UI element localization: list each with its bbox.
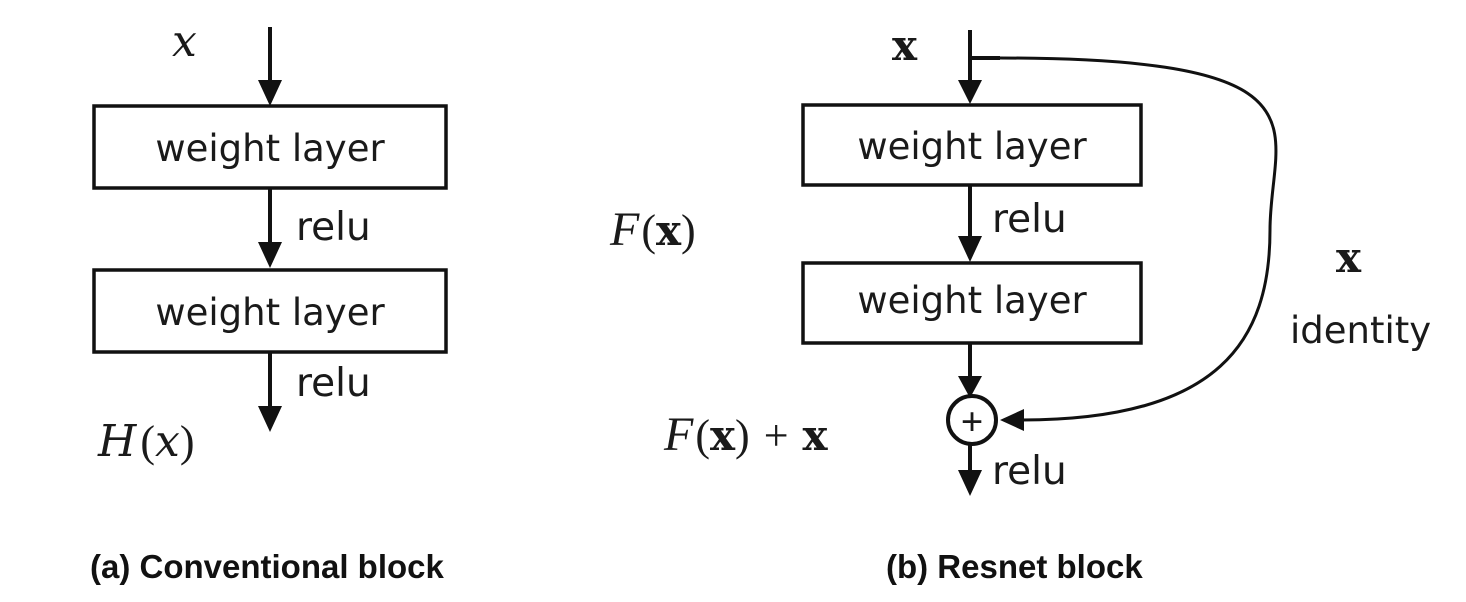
resnet-residual-paren-close: )	[681, 206, 696, 255]
resnet-sum-paren-open: (	[695, 411, 710, 460]
resnet-skip-arrowhead	[1000, 409, 1024, 431]
conventional-mid-arrowhead	[258, 242, 282, 268]
resnet-weight-layer-1	[801, 103, 1143, 187]
resnet-identity-label: identity	[1290, 309, 1431, 352]
conventional-weight-layer-1-label: weight layer	[155, 127, 385, 170]
resnet-relu-out: relu	[992, 449, 1067, 494]
resnet-weight-layer-2-label: weight layer	[857, 279, 1087, 322]
conventional-weight-layer-2	[92, 268, 448, 354]
resnet-caption: (b) Resnet block	[886, 548, 1143, 585]
resnet-sum-x: x	[710, 411, 736, 460]
resnet-block: x weight layer relu weight layer + relu …	[609, 21, 1431, 585]
resnet-to-sum-arrowhead	[958, 376, 982, 398]
resnet-sum-f: F	[663, 408, 694, 461]
resnet-input-arrowhead	[958, 80, 982, 104]
conventional-output-label: H(x)	[97, 416, 195, 467]
resnet-input-label: x	[892, 21, 918, 70]
conventional-input-arrowhead	[258, 80, 282, 106]
resnet-sum-plus: +	[764, 411, 789, 460]
resnet-residual-f: F	[609, 203, 640, 256]
resnet-residual-label: F(x)	[609, 203, 696, 256]
conventional-input-label: x	[172, 16, 197, 67]
conventional-relu-1: relu	[296, 205, 371, 250]
conventional-relu-2: relu	[296, 361, 371, 406]
conventional-block: x weight layer relu weight layer relu H(…	[90, 16, 448, 585]
resnet-output-arrowhead	[958, 470, 982, 496]
resnet-mid-arrowhead	[958, 236, 982, 262]
conventional-output-paren-close: )	[180, 417, 195, 466]
resnet-skip-x-label: x	[1336, 233, 1362, 282]
conventional-output-x: x	[155, 416, 180, 467]
conventional-output-paren-open: (	[140, 417, 155, 466]
conventional-weight-layer-2-label: weight layer	[155, 291, 385, 334]
conventional-output-h: H	[97, 416, 138, 467]
resnet-weight-layer-1-label: weight layer	[857, 125, 1087, 168]
resnet-residual-paren-open: (	[641, 206, 656, 255]
resnet-residual-x: x	[656, 206, 682, 255]
resnet-sum-plus-icon: +	[961, 399, 984, 444]
resnet-skip-connection	[999, 56, 1278, 422]
resnet-sum-label: F(x)+x	[663, 408, 829, 461]
conventional-caption: (a) Conventional block	[90, 548, 445, 585]
resnet-sum-x2: x	[803, 411, 829, 460]
resnet-sum-paren-close: )	[735, 411, 750, 460]
conventional-output-arrowhead	[258, 406, 282, 432]
resnet-relu-1: relu	[992, 197, 1067, 242]
